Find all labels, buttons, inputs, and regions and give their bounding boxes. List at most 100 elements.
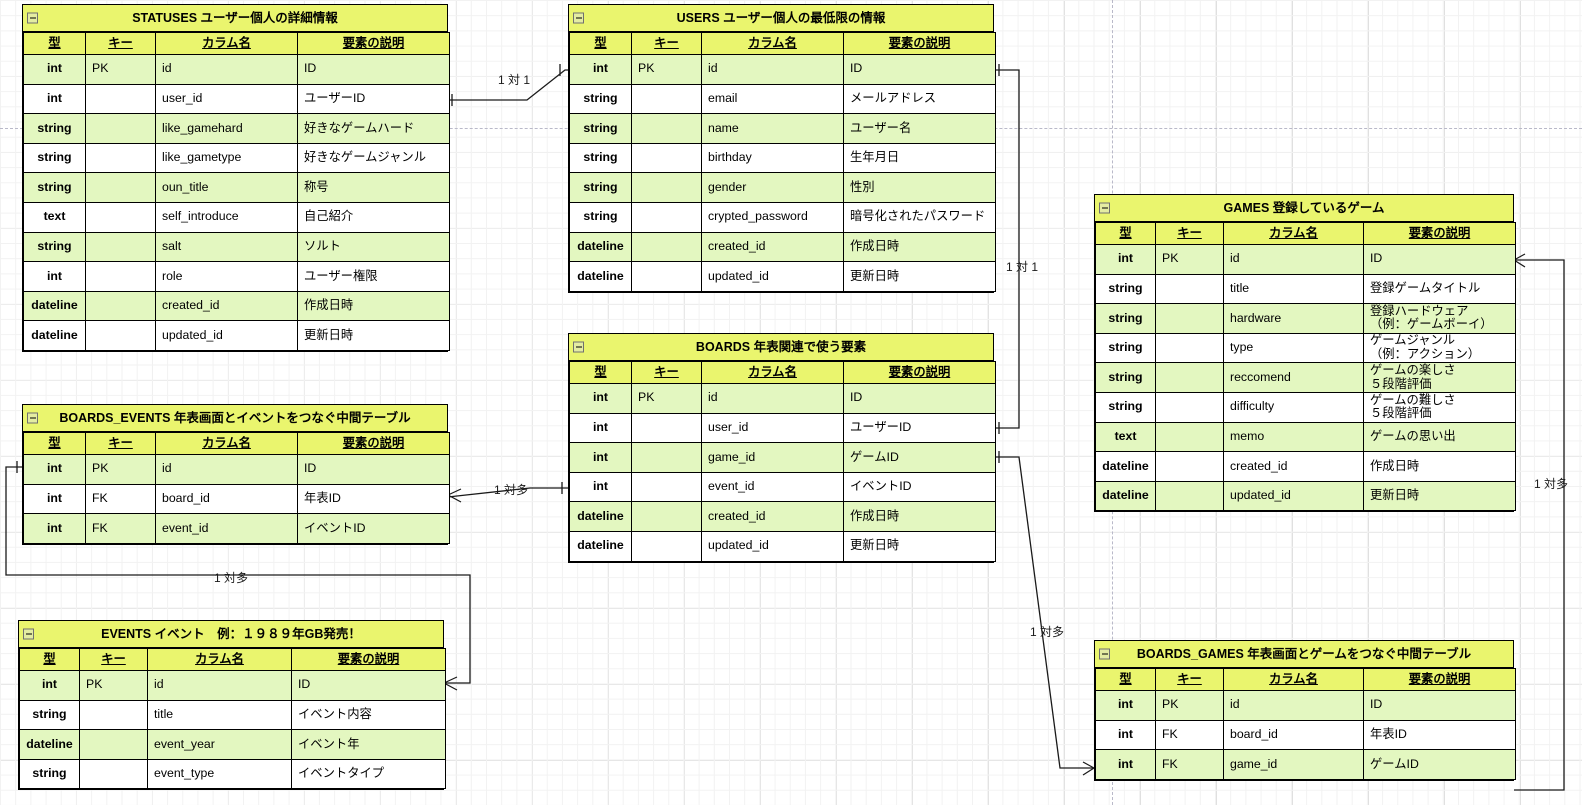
column-header-0: 型 <box>1095 222 1156 245</box>
entity-title-boards: BOARDS 年表関連で使う要素 <box>569 334 993 361</box>
column-header-3: 要素の説明 <box>843 32 996 55</box>
column-header-row: 型キーカラム名要素の説明 <box>23 32 450 55</box>
entity-title-events: EVENTS イベント 例：１９８９年GB発売！ <box>19 621 443 648</box>
cell-desc: ID <box>1363 244 1516 275</box>
cell-type: dateline <box>569 231 632 263</box>
cell-type: text <box>23 201 86 233</box>
cell-key <box>631 412 702 444</box>
cell-name: created_id <box>701 231 844 263</box>
cell-desc: ユーザーID <box>297 83 450 115</box>
minus-box-icon[interactable] <box>27 12 38 24</box>
entity-title-boards_events: BOARDS_EVENTS 年表画面とイベントをつなぐ中間テーブル <box>23 405 447 432</box>
cell-key <box>631 501 702 532</box>
cell-desc: 年表ID <box>1363 719 1516 751</box>
cell-type: string <box>23 142 86 174</box>
column-header-3: 要素の説明 <box>297 432 450 455</box>
cell-desc: 作成日時 <box>843 501 996 532</box>
minus-box-icon[interactable] <box>573 12 584 24</box>
cell-key: PK <box>631 54 702 85</box>
cell-key <box>1155 391 1224 423</box>
entity-boards_events[interactable]: BOARDS_EVENTS 年表画面とイベントをつなぐ中間テーブル型キーカラム名… <box>22 404 450 545</box>
minus-box-icon[interactable] <box>1099 202 1110 214</box>
cell-desc: 更新日時 <box>843 261 996 292</box>
cell-desc: イベントタイプ <box>291 758 446 790</box>
cell-name: id <box>701 54 844 85</box>
cell-desc: 称号 <box>297 172 450 203</box>
cell-desc: 作成日時 <box>297 290 450 322</box>
cell-key <box>631 142 702 174</box>
cell-key <box>79 758 148 790</box>
cell-key <box>85 290 156 322</box>
minus-box-icon[interactable] <box>27 412 38 424</box>
cell-key <box>631 113 702 144</box>
minus-box-icon[interactable] <box>1099 648 1110 660</box>
cell-key <box>85 261 156 292</box>
cell-name: type <box>1223 332 1364 364</box>
cell-name: like_gametype <box>155 142 298 174</box>
column-header-3: 要素の説明 <box>1363 222 1516 245</box>
cell-name: id <box>1223 244 1364 275</box>
cell-desc: 登録ハードウェア （例：ゲームボーイ） <box>1363 303 1516 334</box>
cell-name: updated_id <box>701 530 844 562</box>
entity-boards_games[interactable]: BOARDS_GAMES 年表画面とゲームをつなぐ中間テーブル型キーカラム名要素… <box>1094 640 1516 781</box>
connector-games-boardsgames <box>1514 259 1565 791</box>
minus-box-icon[interactable] <box>23 628 34 640</box>
cell-key <box>631 83 702 115</box>
cell-name: id <box>155 454 298 485</box>
column-header-3: 要素の説明 <box>291 648 446 671</box>
minus-box-icon[interactable] <box>573 341 584 353</box>
cell-type: string <box>23 231 86 263</box>
cell-desc: メールアドレス <box>843 83 996 115</box>
cell-type: dateline <box>1095 451 1156 482</box>
